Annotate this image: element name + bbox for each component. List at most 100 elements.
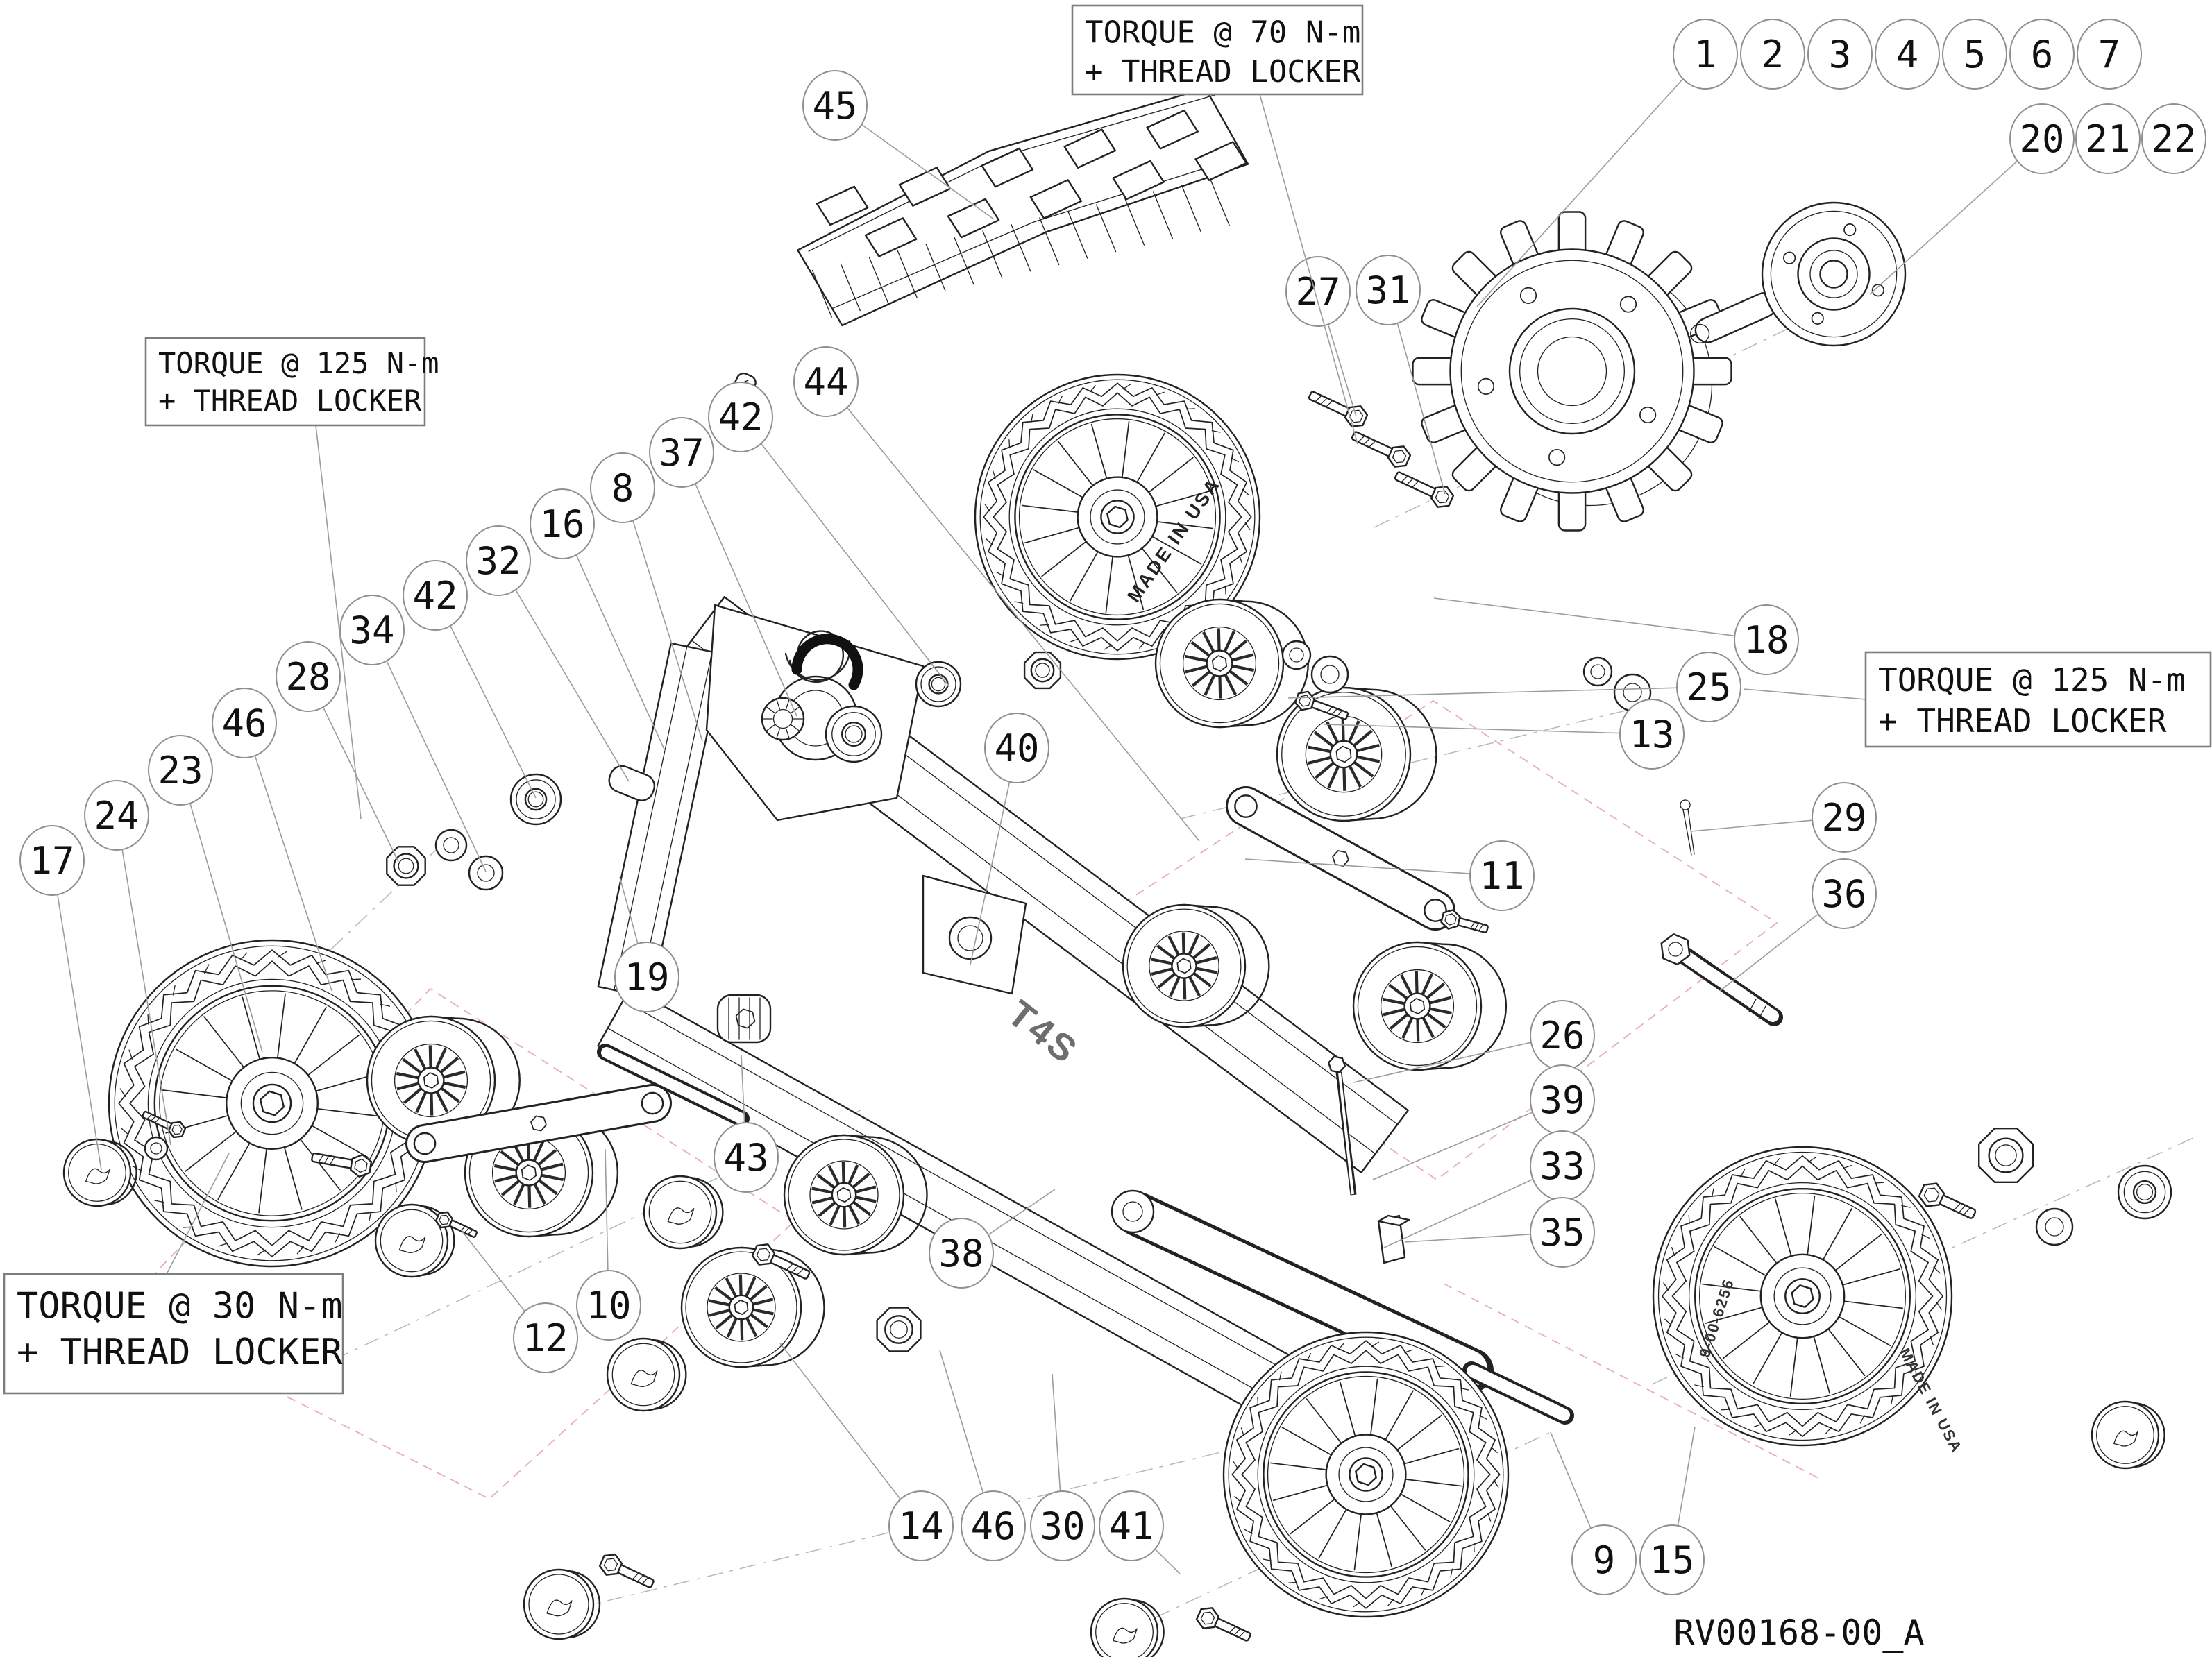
splined-cone [761,697,805,741]
callout-number: 22 [2151,117,2196,161]
leader-line [1353,1042,1532,1083]
horse-logo-icon [2113,1430,2138,1447]
spacer-tube [608,765,656,801]
rocker-arm [1226,786,1455,931]
callout-number: 44 [803,360,848,404]
bolt [1351,431,1412,468]
note-leader-line [1259,94,1358,445]
callout-number: 40 [994,726,1039,770]
callout-number: 39 [1539,1078,1585,1122]
leader-line [861,124,995,220]
leader-line [1690,819,1813,832]
callout-balloon-46: 46 [961,1490,1026,1561]
leader-line [450,625,537,799]
rocker-arm [405,1084,672,1163]
bearing [2117,1164,2172,1220]
horse-logo-icon [85,1168,110,1184]
callout-number: 35 [1539,1211,1585,1255]
callout-balloon-27: 27 [1285,256,1351,327]
note-leader-line [166,1153,230,1275]
hub-cap [374,1203,455,1278]
callout-balloon-28: 28 [276,641,341,712]
leader-line [1404,1234,1531,1243]
frame-cross-member [597,642,725,999]
callout-number: 36 [1821,872,1866,916]
torque-70-note: TORQUE @ 70 N-m+ THREAD LOCKER [1071,4,1364,445]
callout-balloon-24: 24 [84,780,149,851]
leader-line [1324,724,1621,734]
leader-line [254,755,332,992]
leader-line [1476,78,1684,307]
washer [2035,1207,2074,1246]
callout-number: 5 [1964,33,1986,76]
drawing-number: RV00168-00_A [1673,1613,1924,1653]
leader-line [760,443,950,688]
callout-balloon-7: 7 [2077,19,2142,90]
callout-number: 10 [586,1284,631,1327]
callout-number: 24 [94,794,139,838]
callout-balloon-18: 18 [1734,604,1799,675]
leader-line [322,706,399,863]
hub-flange [1690,201,1907,347]
leader-line [515,589,630,782]
nut [1978,1128,2034,1183]
callout-number: 46 [970,1504,1015,1548]
bogie-roller [1276,686,1437,822]
callout-number: 32 [475,539,521,583]
shock-absorber: T4S [1000,992,1574,1425]
callout-balloon-2: 2 [1740,19,1805,90]
callout-number: 13 [1629,713,1674,756]
torque-note-text: TORQUE @ 125 N-m [1878,661,2186,699]
callout-balloon-34: 34 [339,595,405,665]
washer [1281,640,1312,670]
leader-line [1327,324,1357,417]
callout-balloon-23: 23 [148,735,213,806]
callout-balloon-39: 39 [1530,1064,1595,1135]
leader-line [741,1054,745,1123]
callout-balloon-17: 17 [19,825,85,896]
washer [144,1136,169,1161]
horse-logo-icon [1113,1627,1138,1644]
callout-balloon-43: 43 [714,1122,779,1193]
nut [876,1307,922,1352]
leader-line [1869,160,2018,295]
callout-balloon-29: 29 [1812,782,1877,853]
torque-note-text: + THREAD LOCKER [1085,54,1361,90]
horse-logo-icon [667,1207,695,1225]
axle-shaft [597,1044,750,1127]
callout-number: 23 [158,749,203,792]
nut [386,846,426,886]
torque-note-text: TORQUE @ 125 N-m [158,346,439,380]
callout-number: 25 [1686,665,1731,709]
callout-number: 15 [1649,1538,1694,1582]
callout-balloon-45: 45 [802,70,868,141]
leader-line [121,849,171,1146]
callout-number: 38 [938,1232,983,1275]
leader-line [1244,858,1471,874]
callout-number: 41 [1108,1504,1154,1548]
splined-plug [716,994,772,1044]
washer [1310,655,1349,694]
callout-balloon-14: 14 [888,1490,954,1561]
leader-line [1677,1426,1696,1526]
callout-number: 45 [812,84,857,128]
leader-line [1154,1549,1181,1574]
callout-balloon-9: 9 [1571,1524,1637,1595]
callout-number: 21 [2085,117,2130,161]
callout-number: 27 [1295,270,1340,314]
leader-line [970,781,1011,965]
bogie-roller [680,1246,825,1368]
callout-number: 20 [2019,117,2064,161]
callout-balloon-6: 6 [2009,19,2075,90]
leader-line [1383,1178,1533,1248]
callout-number: 18 [1744,618,1789,662]
leader-line [57,894,102,1171]
bearing [509,773,562,826]
leader-line [1719,913,1819,992]
callout-balloon-44: 44 [793,346,859,417]
callout-number: 1 [1694,33,1717,76]
callout-number: 12 [523,1316,568,1360]
hub-cap [62,1138,137,1207]
callout-number: 17 [29,839,74,883]
